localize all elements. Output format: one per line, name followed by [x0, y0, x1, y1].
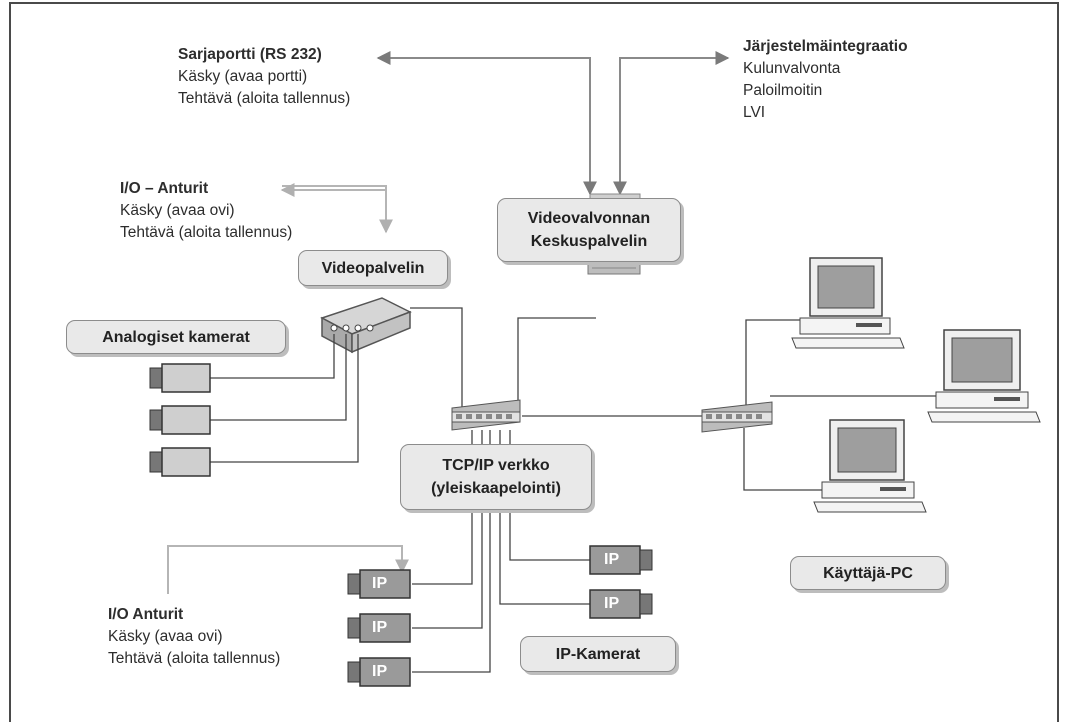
io-top-arrow — [280, 183, 393, 234]
ip-camera-right-2 — [589, 589, 653, 619]
ip-camera-right-1 — [589, 545, 653, 575]
central-server-box: Videovalvonnan Keskuspalvelin — [497, 198, 681, 262]
system-integration-block: Järjestelmäintegraatio Kulunvalvonta Pal… — [743, 36, 908, 124]
analog-camera-1 — [149, 363, 211, 393]
user-pc-2 — [927, 329, 1041, 423]
io-sensors-top-block: I/O – Anturit Käsky (avaa ovi) Tehtävä (… — [120, 178, 292, 244]
network-switch-right — [701, 401, 773, 433]
serial-port-line1: Käsky (avaa portti) — [178, 68, 308, 85]
central-server-line2: Keskuspalvelin — [530, 233, 648, 250]
analog-cameras-label: Analogiset kamerat — [102, 328, 250, 346]
ip-camera-left-1 — [347, 569, 411, 599]
ip-label-left-2: IP — [372, 619, 388, 636]
network-box: TCP/IP verkko (yleiskaapelointi) — [400, 444, 592, 510]
central-server-line1: Videovalvonnan — [527, 210, 651, 227]
serial-port-block: Sarjaportti (RS 232) Käsky (avaa portti)… — [178, 44, 350, 110]
io-sensors-bottom-block: I/O Anturit Käsky (avaa ovi) Tehtävä (al… — [108, 604, 280, 670]
io-sensors-top-line2: Tehtävä (aloita tallennus) — [120, 224, 293, 241]
ip-label-right-1: IP — [604, 551, 620, 568]
io-sensors-bottom-line2: Tehtävä (aloita tallennus) — [108, 650, 281, 667]
io-sensors-bottom-line1: Käsky (avaa ovi) — [108, 628, 223, 645]
ip-cameras-label: IP-Kamerat — [555, 645, 641, 663]
network-line2: (yleiskaapelointi) — [431, 480, 561, 497]
user-pc-box: Käyttäjä-PC — [790, 556, 946, 590]
io-sensors-bottom-title: I/O Anturit — [108, 606, 184, 623]
user-pc-3 — [813, 419, 927, 513]
system-integration-title: Järjestelmäintegraatio — [743, 38, 908, 55]
ip-label-left-1: IP — [372, 575, 388, 592]
ip-label-left-3: IP — [372, 663, 388, 680]
user-pc-1 — [791, 257, 905, 349]
system-integration-line1: Kulunvalvonta — [743, 60, 841, 77]
serial-port-line2: Tehtävä (aloita tallennus) — [178, 90, 351, 107]
analog-cameras-box: Analogiset kamerat — [66, 320, 286, 354]
network-switch-left — [451, 399, 521, 431]
system-integration-arrow — [613, 51, 730, 196]
analog-camera-2 — [149, 405, 211, 435]
ip-camera-left-3 — [347, 657, 411, 687]
analog-camera-3 — [149, 447, 211, 477]
ip-camera-left-2 — [347, 613, 411, 643]
io-sensors-top-line1: Käsky (avaa ovi) — [120, 202, 235, 219]
system-integration-line2: Paloilmoitin — [743, 82, 823, 99]
video-server-device — [320, 297, 412, 354]
network-line1: TCP/IP verkko — [442, 457, 550, 474]
serial-port-title: Sarjaportti (RS 232) — [178, 46, 322, 63]
user-pc-label: Käyttäjä-PC — [823, 564, 913, 582]
system-integration-line3: LVI — [743, 104, 766, 121]
io-bottom-arrow — [167, 545, 409, 594]
video-server-links — [210, 307, 944, 491]
ip-label-right-2: IP — [604, 595, 620, 612]
ip-cameras-box: IP-Kamerat — [520, 636, 676, 672]
io-sensors-top-title: I/O – Anturit — [120, 180, 209, 197]
video-server-box: Videopalvelin — [298, 250, 448, 286]
diagram-frame — [9, 2, 1059, 722]
serial-port-arrow — [376, 51, 597, 196]
video-server-label: Videopalvelin — [321, 259, 425, 277]
